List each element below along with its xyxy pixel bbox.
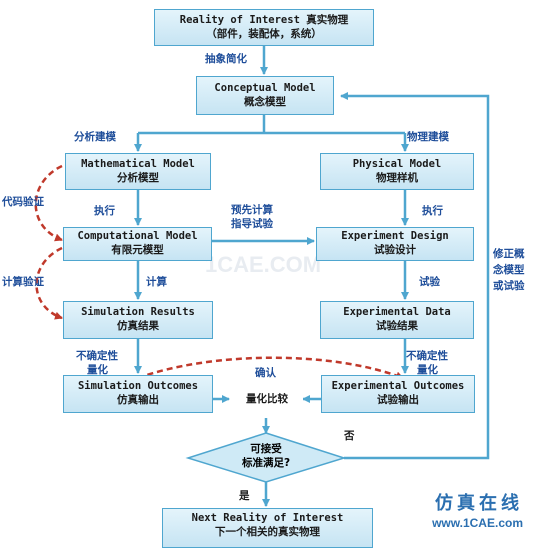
- arrow-calc-verification: [35, 246, 63, 320]
- node-experimental-data-en: Experimental Data: [343, 306, 451, 319]
- node-conceptual-zh: 概念模型: [244, 95, 286, 108]
- node-experiment-design-en: Experiment Design: [341, 230, 449, 243]
- node-computational-zh: 有限元模型: [111, 244, 164, 256]
- node-physical-model: Physical Model 物理样机: [320, 153, 474, 190]
- label-precalc-2: 指导试验: [231, 218, 273, 230]
- node-reality-of-interest: Reality of Interest 真实物理 （部件，装配体，系统）: [154, 9, 374, 46]
- label-physical-modeling: 物理建模: [407, 131, 449, 143]
- label-code-verification: 代码验证: [2, 196, 44, 208]
- label-revise-2: 念模型: [493, 264, 525, 276]
- node-experimental-outcomes: Experimental Outcomes 试验输出: [321, 375, 475, 413]
- arrow-feedback-revise: [340, 92, 490, 460]
- arrow-confirm-dashed: [137, 356, 404, 380]
- label-uq-right-1: 不确定性: [406, 350, 448, 362]
- label-analytic-modeling: 分析建模: [74, 131, 116, 143]
- node-experimental-outcomes-zh: 试验输出: [377, 394, 419, 406]
- watermark-site: www.1CAE.com: [432, 516, 523, 530]
- node-simulation-outcomes-zh: 仿真输出: [117, 394, 159, 406]
- arrow-code-verification: [34, 164, 63, 242]
- label-yes: 是: [239, 490, 250, 502]
- flow-connectors: [34, 46, 490, 507]
- watermark-center: 1CAE.COM: [205, 252, 322, 277]
- label-revise-3: 或试验: [493, 280, 525, 292]
- decision-line-1: 可接受: [250, 443, 282, 455]
- node-reality-zh: （部件，装配体，系统）: [206, 27, 322, 40]
- node-computational-model: Computational Model 有限元模型: [63, 227, 212, 261]
- node-compare-zh: 量化比较: [246, 392, 288, 405]
- label-uq-right-2: 量化: [417, 364, 438, 376]
- node-experimental-data: Experimental Data 试验结果: [320, 301, 474, 339]
- node-next-reality: Next Reality of Interest 下一个相关的真实物理: [162, 508, 373, 548]
- node-simulation-results-zh: 仿真结果: [117, 320, 159, 332]
- label-calc-verification: 计算验证: [2, 276, 44, 288]
- decision-line-2: 标准满足?: [241, 457, 291, 470]
- node-simulation-results: Simulation Results 仿真结果: [63, 301, 213, 339]
- label-revise-1: 修正概: [493, 248, 525, 260]
- node-next-en: Next Reality of Interest: [191, 512, 344, 524]
- label-execute-left: 执行: [94, 205, 115, 217]
- node-mathematical-en: Mathematical Model: [81, 157, 195, 170]
- node-mathematical-zh: 分析模型: [117, 171, 159, 184]
- label-execute-right: 执行: [422, 205, 443, 217]
- node-physical-zh: 物理样机: [376, 171, 418, 184]
- label-uq-left-2: 量化: [87, 364, 108, 376]
- node-conceptual-en: Conceptual Model: [214, 81, 316, 94]
- node-reality-en: Reality of Interest 真实物理: [179, 13, 349, 26]
- node-next-zh: 下一个相关的真实物理: [215, 525, 320, 538]
- label-abstraction: 抽象简化: [205, 53, 247, 65]
- label-test: 试验: [419, 276, 440, 288]
- label-precalc-1: 预先计算: [231, 204, 273, 216]
- label-confirm: 确认: [255, 367, 276, 379]
- node-simulation-results-en: Simulation Results: [81, 306, 195, 319]
- node-simulation-outcomes-en: Simulation Outcomes: [77, 380, 199, 393]
- label-uq-left-1: 不确定性: [76, 350, 118, 362]
- label-no: 否: [344, 430, 355, 442]
- node-mathematical-model: Mathematical Model 分析模型: [65, 153, 211, 190]
- node-experimental-outcomes-en: Experimental Outcomes: [331, 380, 465, 393]
- label-calculate: 计算: [146, 276, 167, 288]
- node-experiment-design: Experiment Design 试验设计: [316, 227, 474, 261]
- decision-text: 可接受 标准满足?: [208, 442, 324, 470]
- node-experiment-design-zh: 试验设计: [374, 244, 416, 256]
- watermark-brand: 仿真在线: [435, 493, 523, 514]
- node-conceptual-model: Conceptual Model 概念模型: [196, 76, 334, 115]
- node-simulation-outcomes: Simulation Outcomes 仿真输出: [63, 375, 213, 413]
- node-experimental-data-zh: 试验结果: [376, 320, 418, 332]
- node-physical-en: Physical Model: [352, 157, 442, 170]
- node-quantitative-comparison: 量化比较: [231, 381, 303, 418]
- decision-diamond: [185, 432, 347, 483]
- node-computational-en: Computational Model: [77, 230, 198, 243]
